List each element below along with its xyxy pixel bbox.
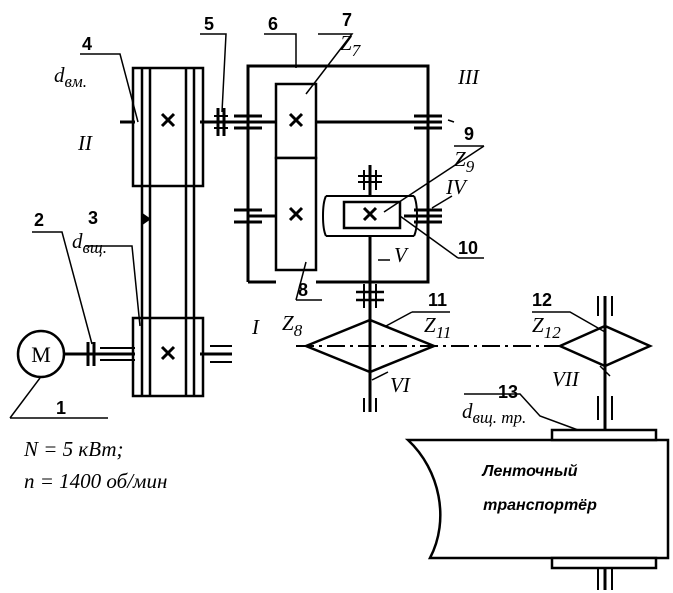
gearbox-housing <box>246 64 430 284</box>
label-3: 3 <box>88 208 98 228</box>
shaft-label-vii: VII <box>552 367 580 391</box>
label-4: 4 <box>82 34 92 54</box>
shaft-ii <box>200 108 276 136</box>
diameter-drum: dвщ. тр. <box>462 399 526 427</box>
motor-speed: n = 1400 об/мин <box>24 469 167 493</box>
housing-bearings <box>234 114 442 224</box>
motor-coupling <box>64 342 135 366</box>
gear-label-z9: Z9 <box>454 147 475 176</box>
label-6: 6 <box>268 14 278 34</box>
diameter-big-pulley: dвм. <box>54 63 87 91</box>
label-9: 9 <box>464 124 474 144</box>
label-12: 12 <box>532 290 552 310</box>
belt-drive <box>120 66 232 398</box>
spur-gears <box>274 82 318 272</box>
shaft-label-ii: II <box>77 131 93 155</box>
label-1: 1 <box>56 398 66 418</box>
gear-label-z7: Z7 <box>340 31 362 60</box>
label-10: 10 <box>458 238 478 258</box>
label-13: 13 <box>498 382 518 402</box>
label-8: 8 <box>298 280 308 300</box>
diameter-small-pulley: dвщ. <box>72 229 107 257</box>
shaft-label-iii: III <box>457 65 480 89</box>
gear-label-z11: Z11 <box>424 313 451 342</box>
label-5: 5 <box>204 14 214 34</box>
shaft-label-i: I <box>251 315 260 339</box>
label-7: 7 <box>342 10 352 30</box>
gear-label-z12: Z12 <box>532 313 561 342</box>
gearbox-shafts <box>248 120 442 218</box>
leader-lines <box>9 33 611 431</box>
gear-label-z8: Z8 <box>282 311 303 340</box>
electric-motor: M <box>16 329 66 379</box>
motor-power: N = 5 кВт; <box>23 437 124 461</box>
belt-conveyor <box>404 428 670 570</box>
label-2: 2 <box>34 210 44 230</box>
worm-drive <box>322 165 418 320</box>
label-11: 11 <box>428 290 447 310</box>
motor-symbol: M <box>31 342 51 367</box>
conveyor-caption-line2: транспортёр <box>483 497 597 514</box>
conveyor-caption-line1: Ленточный <box>482 463 578 480</box>
shaft-label-v: V <box>394 243 409 267</box>
shaft-label-vi: VI <box>390 373 411 397</box>
shaft-label-iv: IV <box>445 175 468 199</box>
